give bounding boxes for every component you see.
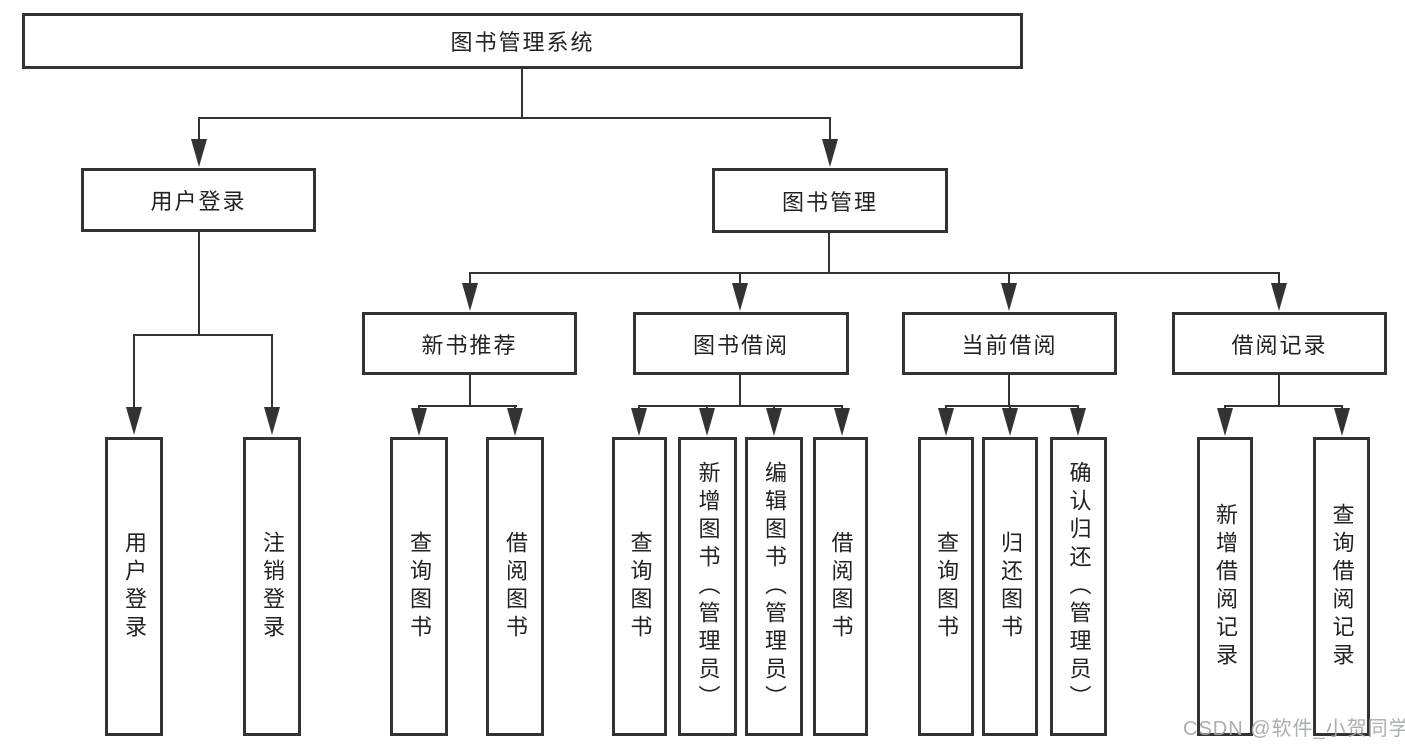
connector-arrow: [264, 407, 280, 435]
leaf-user-login: 用户登录: [105, 437, 163, 736]
leaf-query-books-recommend: 查询图书: [390, 437, 448, 736]
connector-line: [521, 66, 523, 119]
connector-arrow: [1217, 408, 1233, 436]
connector-line: [1008, 272, 1010, 285]
connector-arrow: [699, 408, 715, 436]
leaf-borrow-books-recommend-label: 借阅图书: [503, 530, 528, 643]
connector-line: [469, 272, 471, 285]
connector-arrow: [1001, 283, 1017, 311]
connector-line: [198, 229, 200, 336]
connector-arrow: [631, 408, 647, 436]
node-new-book-recommend-label: 新书推荐: [421, 332, 518, 358]
leaf-query-borrow-record-label: 查询借阅记录: [1329, 502, 1355, 671]
connector-arrow: [411, 408, 427, 436]
connector-arrow: [462, 283, 478, 311]
connector-arrow: [834, 408, 850, 436]
leaf-return-books-label: 归还图书: [998, 530, 1023, 643]
leaf-edit-books-admin-label: 编辑图书（管理员）: [762, 460, 787, 713]
node-book-borrowing-label: 图书借阅: [692, 332, 789, 358]
connector-line: [418, 405, 517, 407]
leaf-add-books-admin-label: 新增图书（管理员）: [695, 460, 721, 713]
leaf-add-books-admin: 新增图书（管理员）: [678, 437, 737, 736]
leaf-query-borrow-record: 查询借阅记录: [1313, 437, 1370, 736]
leaf-add-borrow-record-label: 新增借阅记录: [1213, 502, 1238, 671]
leaf-query-books-current: 查询图书: [918, 437, 974, 736]
leaf-borrow-books-label: 借阅图书: [828, 530, 854, 643]
node-book-management: 图书管理: [712, 168, 948, 233]
node-borrowing-records-label: 借阅记录: [1231, 332, 1328, 358]
leaf-query-books-borrow-label: 查询图书: [627, 530, 653, 643]
connector-line: [1278, 272, 1280, 285]
leaf-query-books-current-label: 查询图书: [934, 530, 959, 643]
connector-line: [133, 334, 135, 410]
connector-line: [1008, 372, 1010, 407]
connector-line: [1278, 372, 1280, 407]
node-borrowing-records: 借阅记录: [1172, 312, 1387, 375]
leaf-user-login-label: 用户登录: [122, 530, 147, 643]
leaf-logout-label: 注销登录: [260, 530, 285, 643]
connector-arrow: [822, 139, 838, 167]
connector-line: [1224, 405, 1343, 407]
connector-line: [739, 372, 741, 407]
leaf-confirm-return-admin: 确认归还（管理员）: [1050, 437, 1107, 736]
node-root-label: 图书管理系统: [450, 30, 595, 55]
leaf-add-borrow-record: 新增借阅记录: [1197, 437, 1253, 736]
node-book-management-label: 图书管理: [781, 189, 878, 215]
node-root: 图书管理系统: [22, 13, 1023, 69]
node-user-login-label: 用户登录: [150, 189, 247, 214]
leaf-query-books-borrow: 查询图书: [612, 437, 667, 736]
connector-arrow: [126, 407, 142, 435]
watermark: CSDN @软件_小贺同学: [1183, 718, 1405, 740]
node-user-login: 用户登录: [81, 168, 316, 232]
connector-line: [198, 117, 200, 143]
connector-line: [469, 372, 471, 407]
connector-arrow: [1070, 408, 1086, 436]
connector-arrow: [938, 408, 954, 436]
connector-line: [638, 405, 843, 407]
connector-line: [739, 272, 741, 285]
node-book-borrowing: 图书借阅: [633, 312, 849, 375]
node-current-borrowing: 当前借阅: [902, 312, 1117, 375]
connector-arrow: [766, 408, 782, 436]
node-new-book-recommend: 新书推荐: [362, 312, 577, 375]
connector-line: [469, 272, 1280, 274]
leaf-edit-books-admin: 编辑图书（管理员）: [745, 437, 803, 736]
connector-arrow: [1002, 408, 1018, 436]
leaf-borrow-books: 借阅图书: [813, 437, 868, 736]
connector-line: [271, 334, 273, 410]
connector-line: [945, 405, 1079, 407]
connector-arrow: [732, 283, 748, 311]
connector-arrow: [191, 139, 207, 167]
connector-line: [198, 117, 831, 119]
connector-line: [829, 117, 831, 143]
leaf-return-books: 归还图书: [982, 437, 1038, 736]
leaf-borrow-books-recommend: 借阅图书: [486, 437, 544, 736]
connector-line: [828, 230, 830, 274]
connector-line: [133, 334, 273, 336]
connector-arrow: [1334, 408, 1350, 436]
leaf-logout: 注销登录: [243, 437, 301, 736]
connector-arrow: [507, 408, 523, 436]
node-current-borrowing-label: 当前借阅: [961, 332, 1058, 358]
leaf-confirm-return-admin-label: 确认归还（管理员）: [1066, 460, 1092, 713]
leaf-query-books-recommend-label: 查询图书: [407, 530, 432, 643]
connector-arrow: [1271, 283, 1287, 311]
